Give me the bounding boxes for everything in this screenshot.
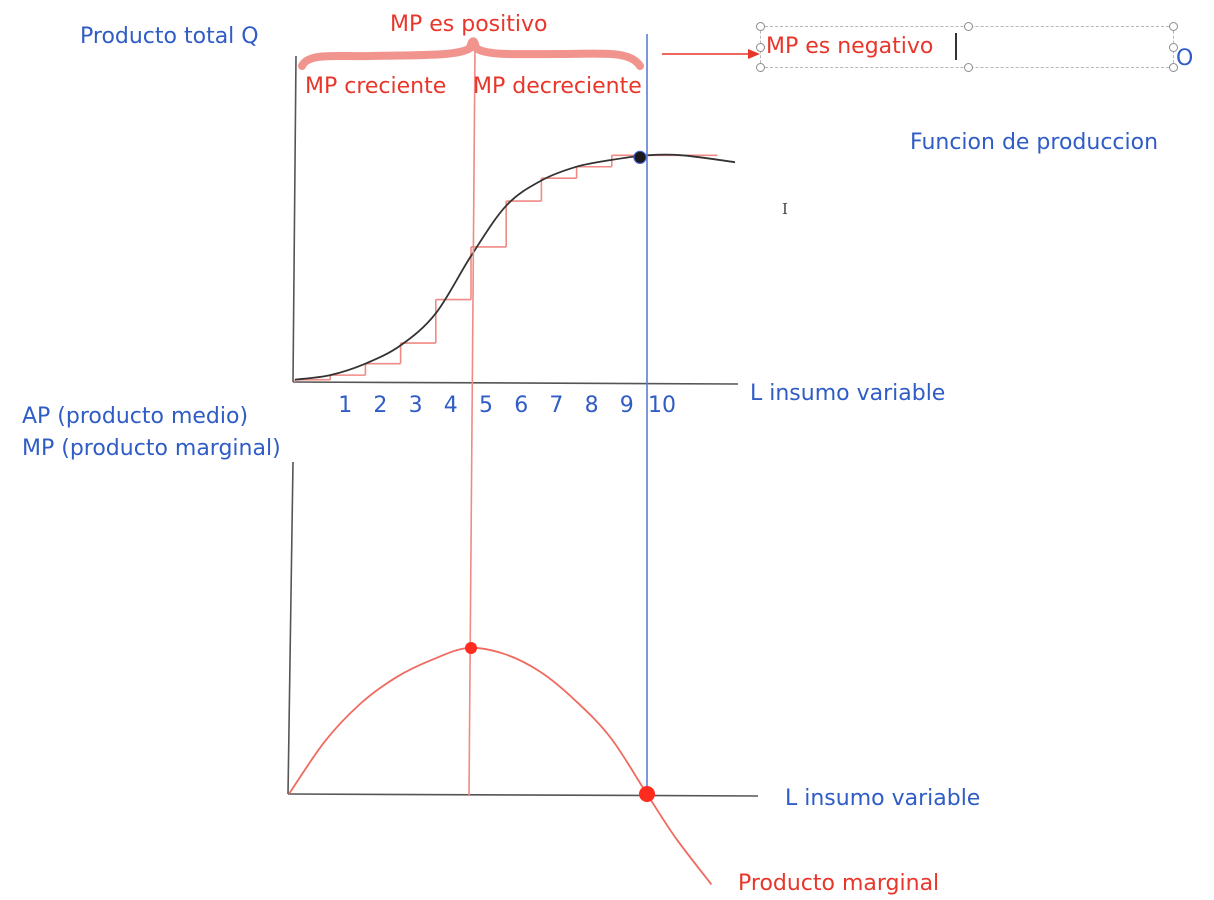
bottom-x-axis-label: L insumo variable [785, 786, 981, 811]
resize-handle-bottom-center[interactable] [964, 63, 973, 72]
resize-handle-top-center[interactable] [964, 22, 973, 31]
mp-negative-label[interactable]: MP es negativo [766, 34, 934, 59]
bottom-x-axis [287, 793, 759, 797]
text-caret [955, 33, 957, 60]
editable-text-box[interactable] [756, 22, 1178, 72]
x-tick-label: 3 [409, 393, 423, 418]
x-tick-label: 10 [648, 393, 676, 418]
x-tick-label: 2 [373, 393, 387, 418]
total-product-curve [294, 153, 736, 381]
resize-handle-bottom-left[interactable] [756, 63, 765, 72]
mp-positive-label: MP es positivo [390, 12, 548, 37]
mp-positive-brace [298, 37, 644, 70]
resize-handle-top-left[interactable] [756, 22, 765, 31]
bottom-y-axis-label-ap: AP (producto medio) [22, 404, 249, 429]
top-y-axis [292, 55, 297, 383]
x-tick-label: 8 [585, 393, 599, 418]
marginal-product-label: Producto marginal [738, 871, 940, 896]
x-tick-label: 4 [444, 393, 458, 418]
edge-glyph: O [1176, 46, 1194, 71]
resize-handle-middle-left[interactable] [756, 43, 765, 52]
resize-handle-top-right[interactable] [1169, 22, 1178, 31]
vertical-line-at-5 [468, 47, 476, 797]
top-x-axis [292, 381, 739, 385]
marginal-product-zero-point [639, 786, 655, 802]
top-x-axis-label: L insumo variable [750, 381, 946, 406]
marginal-step-lines [294, 154, 718, 382]
x-tick-label: 9 [620, 393, 634, 418]
mouse-cursor-ibeam: I [782, 200, 788, 218]
bottom-y-axis [287, 461, 294, 795]
top-y-axis-label: Producto total Q [80, 24, 259, 49]
resize-handle-bottom-right[interactable] [1169, 63, 1178, 72]
x-tick-label: 7 [549, 393, 563, 418]
resize-handle-middle-right[interactable] [1169, 43, 1178, 52]
marked-points [465, 150, 655, 802]
production-function-label: Funcion de produccion [910, 130, 1159, 155]
arrow-head [748, 49, 760, 59]
marginal-product-chart [287, 461, 759, 886]
x-tick-label: 5 [479, 393, 493, 418]
x-tick-label: 6 [514, 393, 528, 418]
bottom-y-axis-label-mp: MP (producto marginal) [22, 436, 281, 461]
mp-increasing-label: MP creciente [305, 74, 447, 99]
total-product-max-point [633, 150, 647, 164]
mp-decreasing-label: MP decreciente [473, 74, 642, 99]
marginal-product-curve [288, 646, 713, 886]
x-tick-label: 1 [338, 393, 352, 418]
marginal-product-max-point [465, 642, 477, 654]
